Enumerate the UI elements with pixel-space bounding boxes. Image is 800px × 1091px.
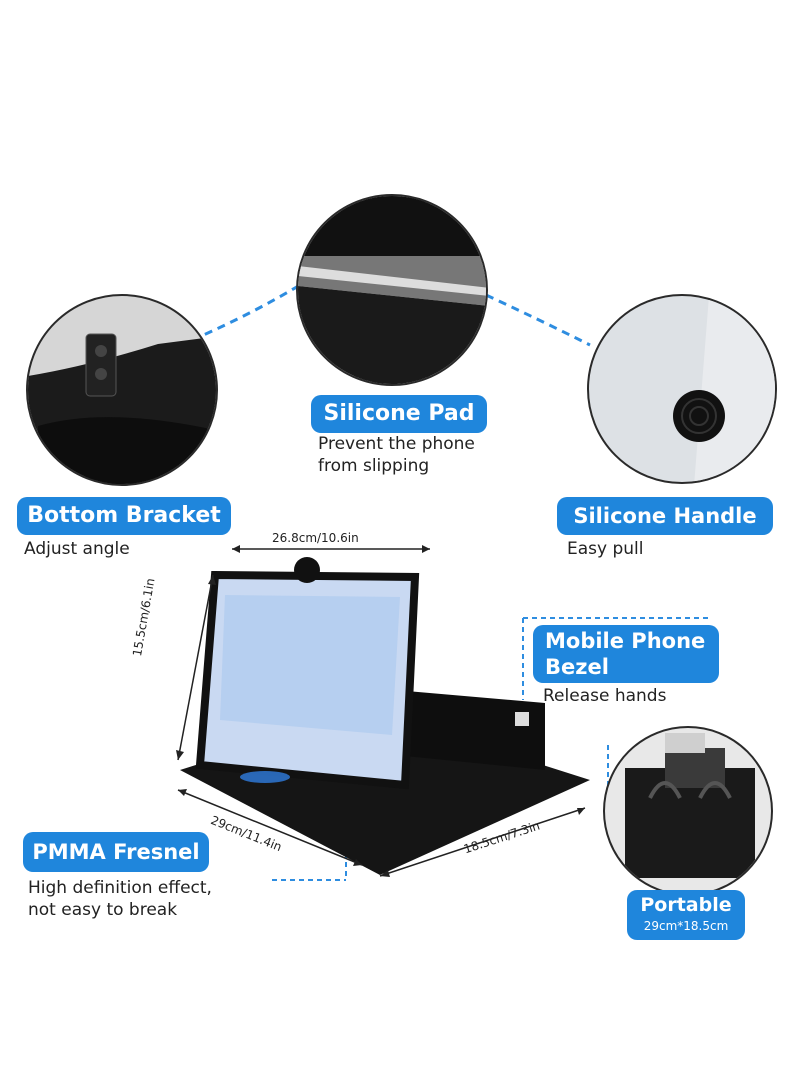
silicone-pad-desc-line1: Prevent the phone bbox=[318, 434, 475, 454]
bottom-bracket-desc: Adjust angle bbox=[24, 539, 130, 559]
portable-desc: 29cm*18.5cm bbox=[643, 919, 729, 933]
width-dimension: 26.8cm/10.6in bbox=[272, 531, 359, 545]
mobile-phone-bezel-label: Mobile Phone Bezel bbox=[533, 625, 719, 683]
mobile-phone-bezel-desc: Release hands bbox=[543, 686, 667, 706]
bottom-bracket-label: Bottom Bracket bbox=[17, 497, 231, 535]
portable-title: Portable bbox=[640, 894, 732, 916]
silicone-handle-label: Silicone Handle bbox=[557, 497, 773, 535]
pmma-fresnel-desc-line1: High definition effect, bbox=[28, 878, 212, 898]
silicone-handle-image bbox=[587, 294, 777, 484]
pmma-fresnel-desc-line2: not easy to break bbox=[28, 900, 178, 920]
silicone-handle-desc: Easy pull bbox=[567, 539, 644, 559]
mobile-phone-bezel-line1: Mobile Phone bbox=[545, 629, 706, 653]
portable-label: Portable 29cm*18.5cm bbox=[627, 890, 745, 940]
silicone-pad-label: Silicone Pad bbox=[311, 395, 487, 433]
mobile-phone-bezel-line2: Bezel bbox=[545, 655, 609, 679]
bottom-bracket-image bbox=[26, 294, 218, 486]
portable-bag-image bbox=[603, 726, 773, 896]
pmma-fresnel-label: PMMA Fresnel bbox=[23, 832, 209, 872]
silicone-pad-image bbox=[296, 194, 488, 386]
screen-magnifier-illustration bbox=[170, 555, 590, 875]
silicone-pad-desc-line2: from slipping bbox=[318, 456, 430, 476]
